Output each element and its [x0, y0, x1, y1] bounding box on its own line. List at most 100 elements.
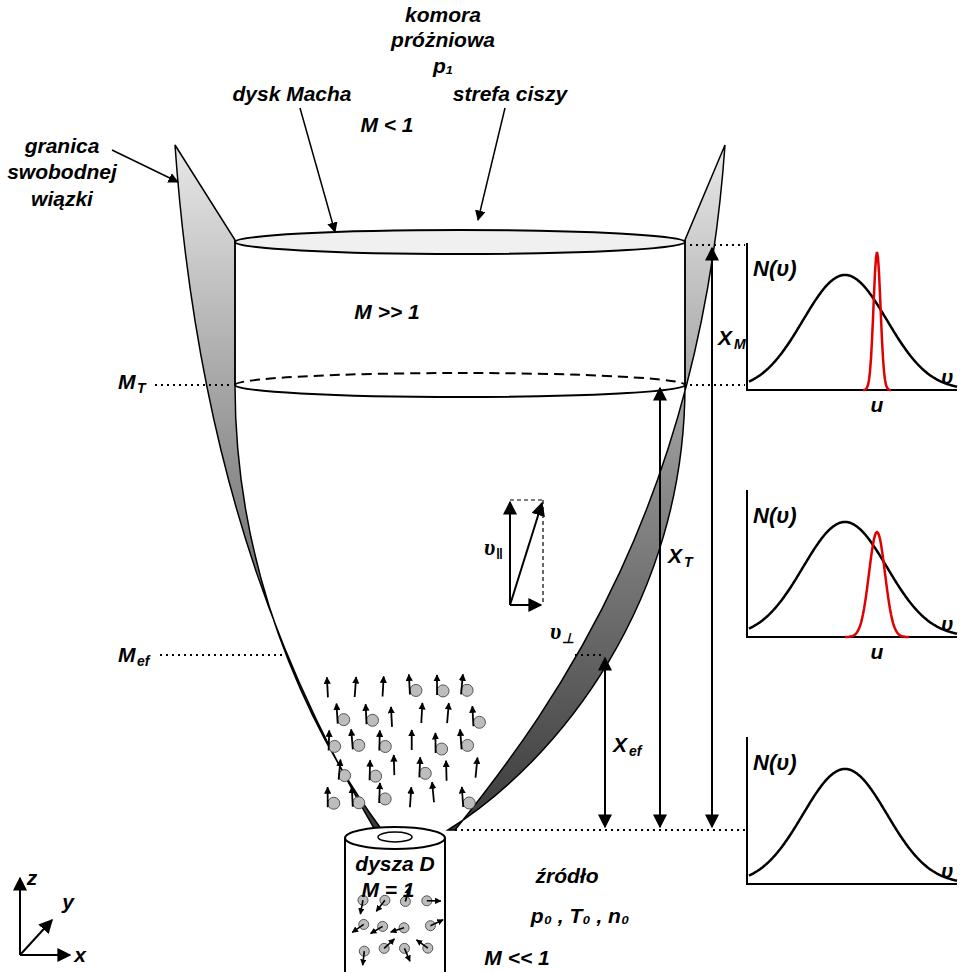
mach-disk-label: dysk Macha [232, 82, 351, 105]
subscript: ef [137, 654, 149, 669]
velocity-arrow [383, 676, 384, 696]
velocity-arrow [351, 787, 354, 807]
velocity-arrow [432, 782, 434, 802]
velocity-arrow [363, 951, 365, 965]
distance-symbol: X [718, 326, 732, 349]
velocity-arrow [327, 787, 329, 807]
distance-symbol: X [613, 733, 627, 756]
velocity-arrow [360, 900, 363, 914]
axis-label: υ [941, 859, 953, 882]
velocity-arrow [391, 928, 404, 932]
velocity-arrow [462, 787, 463, 807]
axis-label: u [871, 393, 884, 416]
velocity-arrow [336, 704, 337, 724]
axis-title: N(υ) [753, 751, 797, 775]
maxwell-curve [749, 769, 957, 881]
molecule [473, 716, 485, 728]
molecule [379, 793, 391, 805]
distribution-plots [747, 243, 957, 884]
velocity-arrow [328, 730, 330, 750]
velocity-symbol: υ [484, 535, 495, 560]
molecule [328, 797, 340, 809]
velocity-arrow [409, 674, 410, 694]
source-parameters: p₀ , T₀ , n₀ [531, 904, 629, 927]
molecule [370, 770, 382, 782]
velocity-arrow [391, 707, 392, 727]
maxwell-curve [749, 522, 957, 634]
mach-number: M = 1 [361, 878, 414, 901]
velocity-arrow [371, 926, 383, 933]
velocity-arrow [384, 939, 394, 949]
subscript: ⊥ [562, 631, 574, 646]
velocity-arrow [369, 760, 371, 780]
axis-label: y [62, 890, 74, 913]
distribution-panel: N(υ) u υ [745, 490, 957, 662]
molecule [410, 684, 422, 696]
nozzle [345, 827, 445, 849]
velocity-arrow [472, 706, 473, 726]
molecule [353, 739, 365, 751]
subscript: ef [629, 744, 641, 759]
axis-label: u [871, 640, 884, 663]
jet-distribution-curve [863, 252, 891, 390]
velocity-arrow [418, 757, 421, 777]
velocity-arrow [404, 948, 409, 961]
velocity-arrow [445, 761, 447, 781]
mach-number: M << 1 [484, 946, 549, 969]
velocity-symbol: υ [550, 619, 561, 644]
molecule [353, 797, 365, 809]
axis-title: N(υ) [753, 504, 797, 528]
molecules [327, 674, 486, 809]
molecule [462, 739, 474, 751]
velocity-arrow [378, 783, 381, 803]
mach-number: M >> 1 [354, 300, 419, 323]
molecule [463, 797, 475, 809]
velocity-arrow [393, 755, 395, 775]
molecule [338, 714, 350, 726]
velocity-arrow [461, 674, 463, 694]
subscript: M [734, 337, 746, 352]
velocity-arrow [327, 677, 328, 697]
molecule [379, 740, 391, 752]
jet-distribution-curve [845, 532, 909, 637]
molecule [367, 714, 379, 726]
distribution-panel: N(υ)uυ [745, 243, 957, 415]
velocity-arrow [411, 730, 413, 750]
source-tube [345, 838, 445, 972]
axis-label: υ [941, 612, 953, 635]
axis-label: x [74, 943, 86, 966]
velocity-arrow [421, 703, 422, 723]
velocity-arrow [434, 733, 436, 753]
pressure-label: p₁ [433, 54, 453, 77]
chamber-label: komora [405, 3, 481, 26]
velocity-arrow [460, 729, 461, 749]
molecule [419, 767, 431, 779]
source-label: źródło [536, 864, 599, 887]
velocity-arrow [447, 703, 449, 723]
distance-symbol: X [668, 544, 682, 567]
mach-symbol: M [118, 643, 136, 666]
maxwell-curve [749, 275, 957, 387]
plot-axes [747, 243, 957, 390]
molecule [329, 740, 341, 752]
silence-zone-label: strefa ciszy [453, 82, 567, 105]
boundary-label: granica swobodnej wiązki [6, 133, 118, 212]
velocity-arrow [378, 730, 380, 750]
velocity-arrow [476, 758, 478, 778]
axes [20, 878, 70, 955]
velocity-arrow [355, 677, 357, 697]
xef-arrow [604, 658, 606, 827]
subscript: T [684, 555, 693, 570]
velocity-arrow [339, 760, 341, 780]
velocity-arrow [427, 900, 441, 902]
plot-axes [747, 737, 957, 884]
mach-number: M < 1 [360, 113, 413, 136]
axis-title: N(υ) [753, 257, 797, 281]
molecule [339, 770, 351, 782]
velocity-arrow [417, 940, 428, 948]
subscript: T [137, 381, 146, 396]
velocity-arrow [376, 900, 385, 911]
velocity-arrow [410, 787, 411, 807]
molecule [436, 743, 448, 755]
